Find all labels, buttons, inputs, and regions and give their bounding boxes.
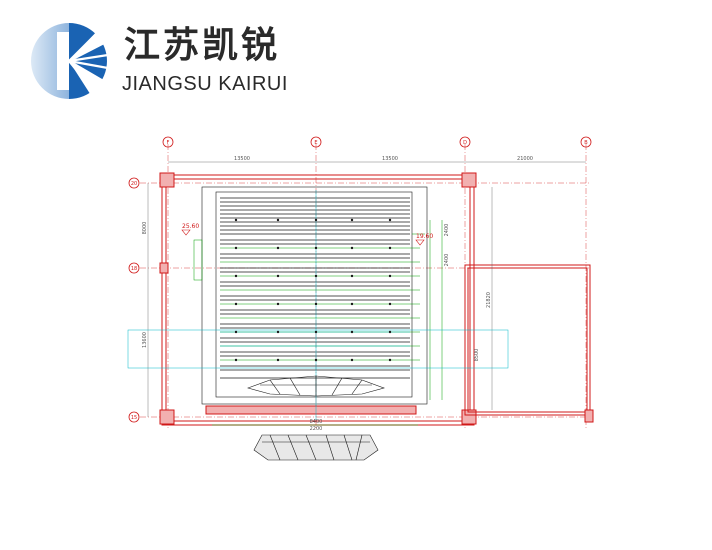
dimension-label: 2400: [444, 224, 450, 237]
annex-building: [464, 264, 594, 423]
dimension-label: 13500: [382, 156, 398, 162]
axis-15-label: 15: [131, 415, 137, 421]
dimension-label: 8400: [310, 419, 323, 425]
brand-name-english: JIANGSU KAIRUI: [122, 73, 288, 95]
dimension-label: 2200: [310, 426, 323, 432]
stage-truss: [247, 375, 385, 397]
dimension-label: 8500: [474, 349, 480, 362]
axis-f-label: F: [167, 140, 170, 146]
dimension-label: 13600: [142, 332, 148, 348]
kairui-logo-icon: [30, 22, 109, 100]
axis-d-label: D: [463, 140, 467, 146]
axis-20-label: 20: [131, 181, 137, 187]
seating-rows: [220, 197, 410, 379]
front-stage-platform: [253, 434, 379, 461]
seat-markers: [234, 218, 392, 362]
dimension-label: 8000: [142, 222, 148, 235]
level-label: 25.60: [182, 223, 199, 230]
hall-outline: [201, 186, 428, 405]
right-dimensions: 21820 2400 2400 8500: [444, 187, 493, 410]
dimension-label: 2400: [444, 254, 450, 267]
dimension-label: 21820: [486, 292, 492, 308]
floor-plan-drawing: F E D B 13500 13500 21000 20 18 15 8000 …: [120, 130, 610, 470]
axis-18-label: 18: [131, 266, 137, 272]
main-building-walls: [159, 172, 477, 426]
bottom-dimension: 8400 2200: [212, 419, 418, 432]
axis-b-label: B: [584, 140, 588, 146]
dimension-label: 21000: [517, 156, 533, 162]
level-markers: 25.60 19.60: [181, 223, 433, 246]
brand-name-chinese: 江苏凯锐: [124, 25, 281, 66]
column-axis-bubbles: F E D B: [162, 136, 592, 430]
dimension-label: 13500: [234, 156, 250, 162]
site-header: 江苏凯锐 JIANGSU KAIRUI: [0, 0, 712, 110]
top-dimension-line: 13500 13500 21000: [168, 156, 586, 163]
level-label: 19.60: [416, 233, 433, 240]
axis-e-label: E: [314, 140, 317, 146]
